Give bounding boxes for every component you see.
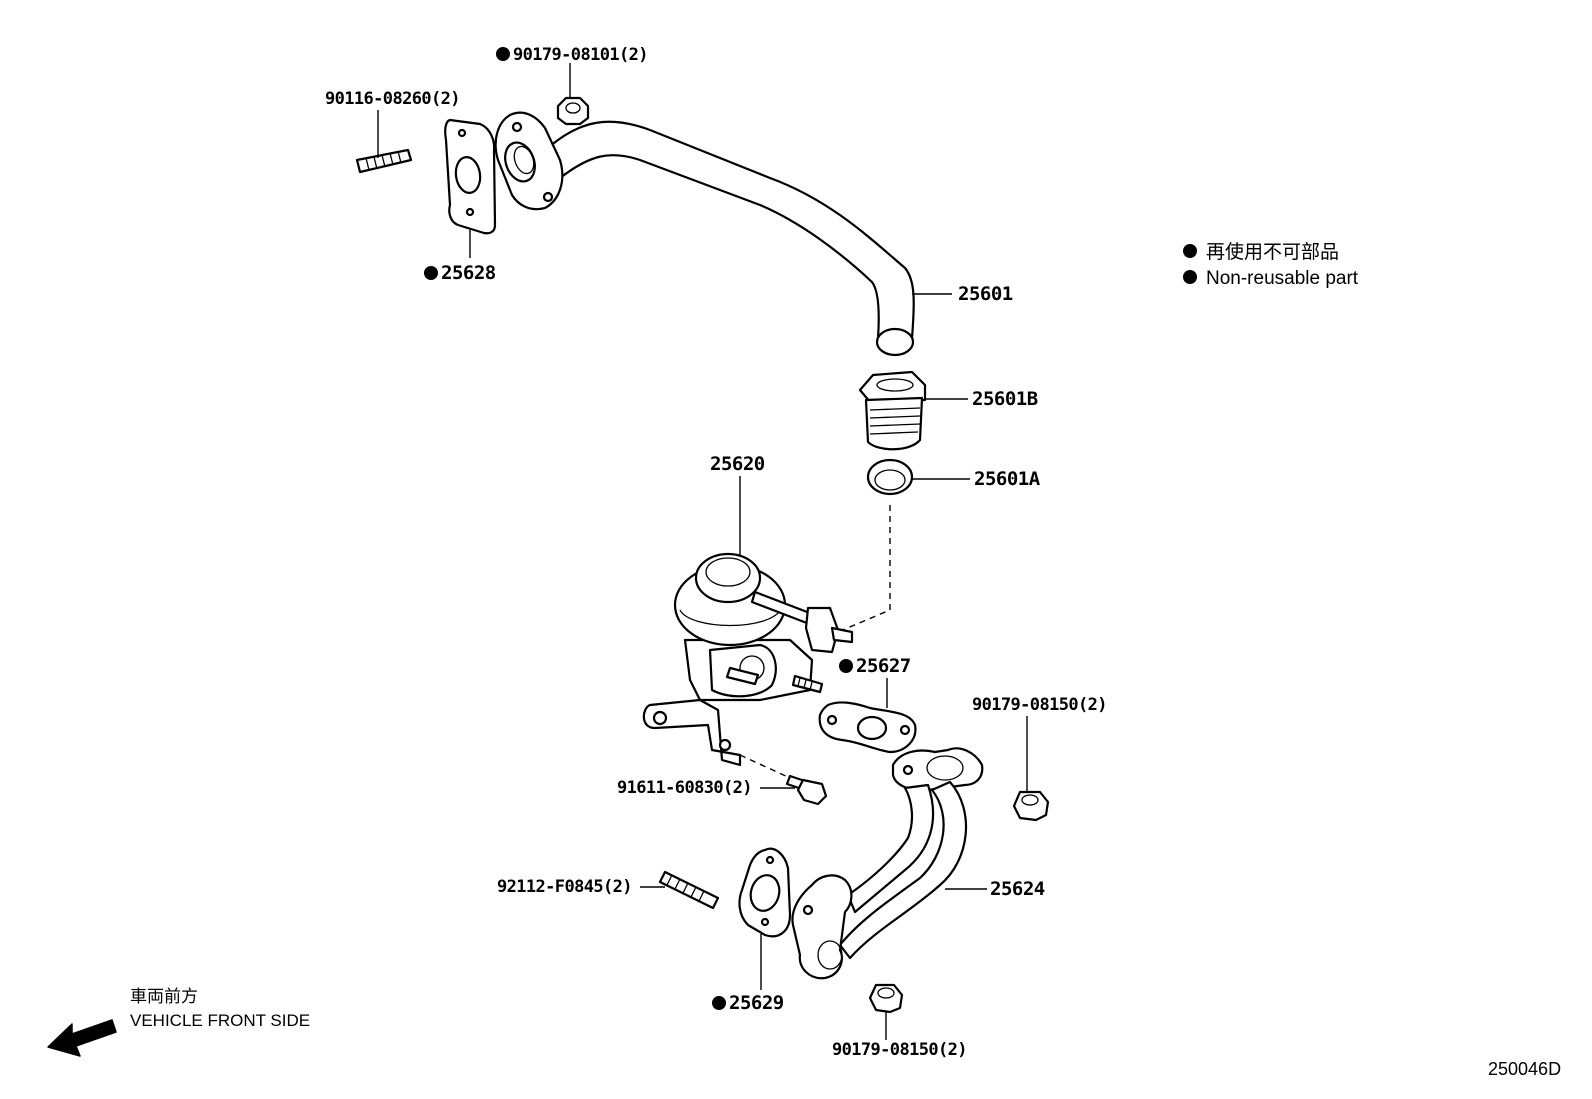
- label-90179-08150-a: 90179-08150(2): [972, 695, 1107, 715]
- front-arrow-icon: [47, 1019, 117, 1057]
- gasket-25628[interactable]: [444, 118, 497, 235]
- egr-pipe-25601[interactable]: [494, 111, 915, 357]
- legend-text-en: Non-reusable part: [1206, 268, 1359, 289]
- label-25601A: 25601A: [974, 468, 1041, 490]
- assembly-line-bolt: [739, 754, 791, 779]
- nut-90179-08101[interactable]: [556, 96, 590, 126]
- label-90179-08150-b: 90179-08150(2): [832, 1040, 967, 1060]
- figure-id: 250046D: [1488, 1059, 1561, 1079]
- egr-valve-25620[interactable]: [642, 552, 854, 767]
- label-25628: 25628: [441, 262, 496, 284]
- non-reusable-mark-25629: [712, 996, 726, 1010]
- label-25601: 25601: [958, 283, 1013, 305]
- stud-90116-08260[interactable]: [355, 148, 413, 174]
- leader-lines: [377, 63, 1028, 1040]
- label-25624: 25624: [990, 878, 1045, 900]
- nut-90179-08150-a[interactable]: [1012, 790, 1050, 822]
- gasket-25627[interactable]: [818, 701, 917, 754]
- label-25620: 25620: [710, 453, 765, 475]
- non-reusable-mark-25627: [839, 659, 853, 673]
- gasket-25629[interactable]: [738, 847, 792, 938]
- stud-92112-F0845[interactable]: [658, 870, 720, 910]
- legend: 再使用不可部品 Non-reusable part: [1183, 241, 1359, 289]
- label-25629: 25629: [729, 992, 784, 1014]
- bolt-91611-60830[interactable]: [785, 774, 828, 806]
- label-90179-08101: 90179-08101(2): [513, 45, 648, 65]
- legend-mark-en: [1183, 270, 1197, 284]
- nut-90179-08150-b[interactable]: [868, 983, 904, 1014]
- label-92112-F0845: 92112-F0845(2): [497, 877, 632, 897]
- legend-mark-jp: [1183, 244, 1197, 258]
- direction-text-en: VEHICLE FRONT SIDE: [130, 1011, 310, 1030]
- egr-pipe-25624[interactable]: [791, 747, 984, 980]
- direction-text-jp: 車両前方: [130, 987, 198, 1006]
- assembly-line-ring-valve: [837, 505, 891, 633]
- non-reusable-mark-25628: [424, 266, 438, 280]
- label-90116-08260: 90116-08260(2): [325, 89, 460, 109]
- label-25627: 25627: [856, 655, 911, 677]
- label-91611-60830: 91611-60830(2): [617, 778, 752, 798]
- non-reusable-mark-90179-08101: [496, 47, 510, 61]
- ring-25601A[interactable]: [866, 458, 914, 496]
- legend-text-jp: 再使用不可部品: [1206, 241, 1339, 263]
- vehicle-front-indicator: 車両前方 VEHICLE FRONT SIDE: [47, 987, 310, 1057]
- label-25601B: 25601B: [972, 388, 1038, 410]
- fitting-25601B[interactable]: [858, 370, 927, 451]
